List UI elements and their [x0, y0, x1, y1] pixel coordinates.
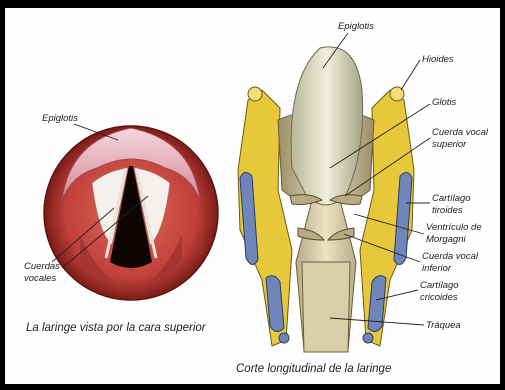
label-tiroides-1: Cartílago — [432, 193, 471, 204]
label-cuerda-inferior-2: inferior — [422, 263, 452, 274]
label-cuerda-superior-2: superior — [432, 139, 467, 150]
caption-right: Corte longitudinal de la laringe — [236, 363, 391, 375]
leader-hioides — [401, 60, 420, 90]
label-cuerda-superior-1: Cuerda vocal — [432, 127, 489, 138]
epiglottis-section — [291, 47, 363, 205]
label-hioides: Hioides — [422, 54, 454, 65]
label-epiglotis-right: Epiglotis — [338, 21, 374, 32]
label-cuerda-inferior-1: Cuerda vocal — [422, 251, 479, 262]
superior-view-drawing — [44, 126, 218, 300]
trachea-ring-left — [279, 333, 289, 343]
caption-left: La laringe vista por la cara superior — [26, 322, 207, 334]
label-vocales: vocales — [24, 273, 56, 284]
label-glotis: Glotis — [432, 97, 457, 108]
label-cricoides-2: cricoides — [420, 292, 458, 303]
label-cuerdas: Cuerdas — [24, 261, 60, 272]
label-ventriculo-1: Ventrículo de — [426, 222, 482, 233]
label-tiroides-2: tiroides — [432, 205, 463, 216]
trachea-ring-right — [363, 333, 373, 343]
trachea-tube — [302, 262, 350, 352]
longitudinal-section-drawing — [238, 47, 414, 352]
left-hyoid — [248, 87, 262, 101]
label-cricoides-1: Cartílago — [420, 280, 459, 291]
label-traquea: Tráquea — [426, 320, 461, 331]
label-epiglotis-left: Epiglotis — [42, 113, 78, 124]
label-ventriculo-2: Morgagni — [426, 234, 466, 245]
